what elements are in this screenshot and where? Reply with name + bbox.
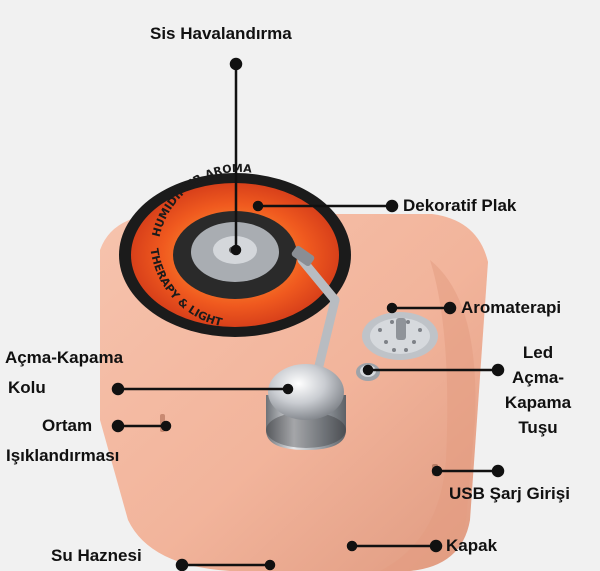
label-su-haznesi: Su Haznesi	[51, 546, 142, 565]
label-ortam-line2: Işıklandırması	[6, 446, 120, 465]
label-led-line2: Açma-	[512, 368, 564, 387]
label-ortam-line1: Ortam	[42, 416, 93, 435]
label-led-line4: Tuşu	[518, 418, 558, 437]
label-sis-havalandirma: Sis Havalandırma	[150, 24, 292, 43]
label-led-line1: Led	[522, 343, 554, 362]
leader-lines	[111, 57, 505, 571]
tonearm	[291, 245, 340, 375]
label-usb-sarj-girisi: USB Şarj Girişi	[449, 484, 570, 503]
power-lever-knob[interactable]	[266, 364, 346, 450]
label-acma-kapama-line2: Kolu	[8, 378, 46, 397]
label-acma-kapama-line1: Açma-Kapama	[4, 348, 124, 367]
label-ortam-isiklandirmasi: Ortam Işıklandırması	[6, 416, 119, 466]
label-aromaterapi: Aromaterapi	[461, 298, 562, 317]
aromatherapy-tray[interactable]	[362, 312, 438, 360]
label-kapak: Kapak	[446, 536, 498, 555]
label-dekoratif-plak: Dekoratif Plak	[403, 196, 517, 215]
label-acma-kapama-kolu: Açma-Kapama Kolu	[0, 348, 128, 398]
label-led-line3: Kapama	[504, 393, 572, 412]
label-led: Led Açma- Kapama Tuşu	[488, 343, 588, 438]
